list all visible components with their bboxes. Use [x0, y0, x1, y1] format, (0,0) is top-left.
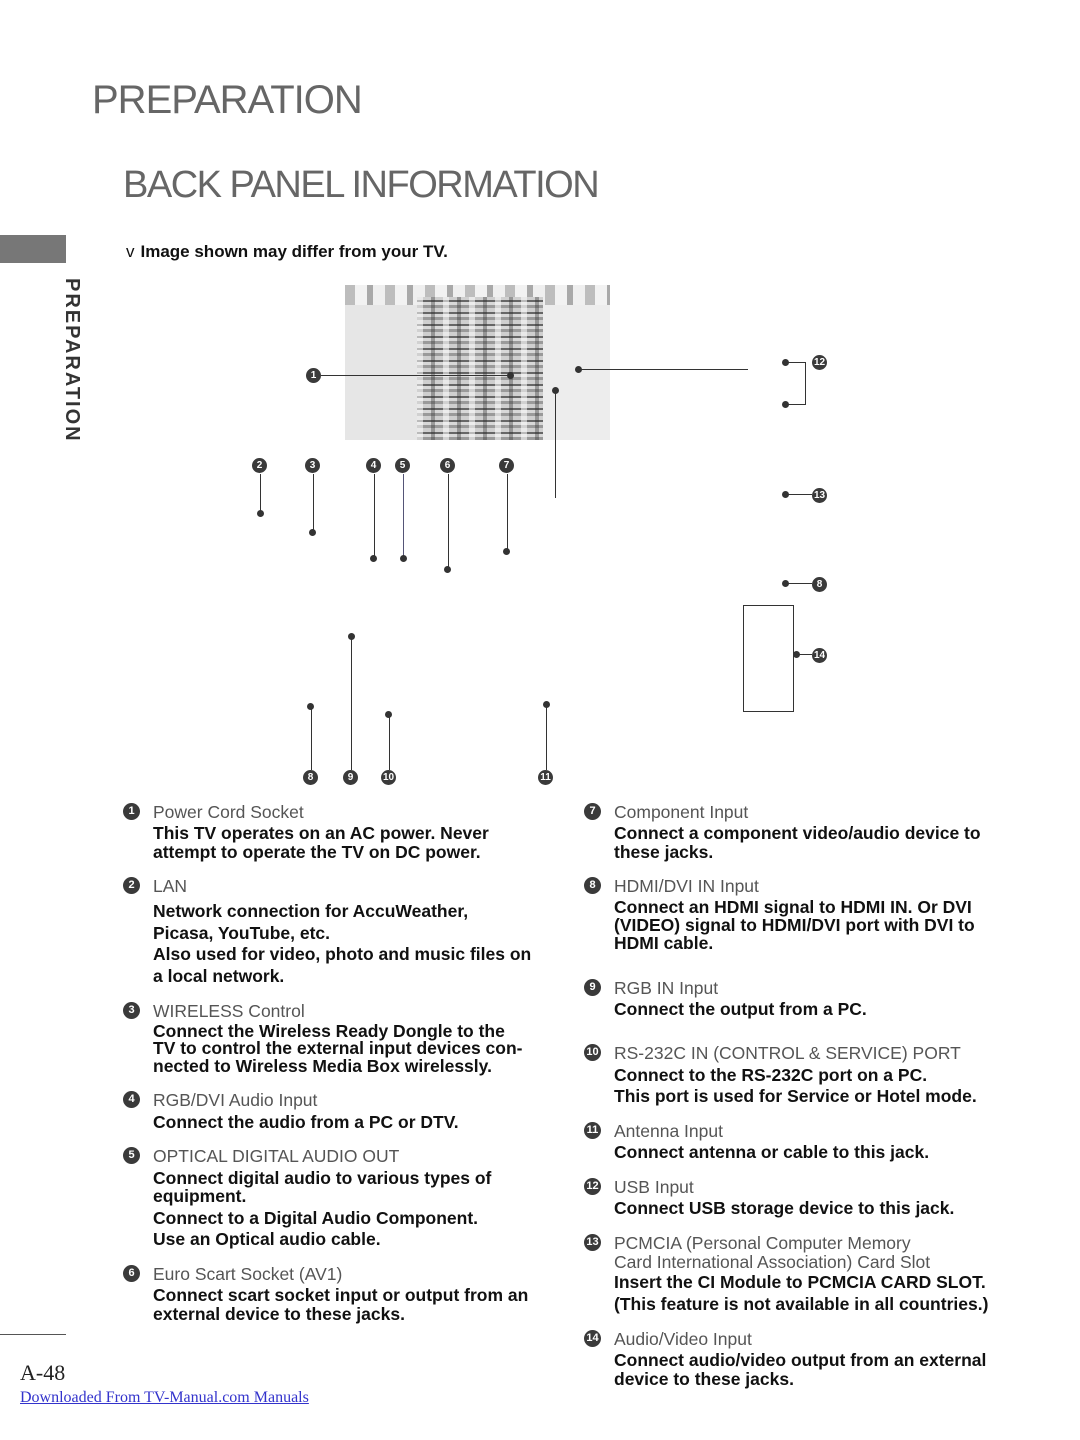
callout-badge-10: 10 — [381, 770, 396, 785]
side-tab-bar — [0, 235, 66, 263]
note-text: Image shown may differ from your TV. — [140, 242, 448, 261]
callout-badge-14: 14 — [812, 648, 827, 663]
callout-badge-5: 5 — [395, 458, 410, 473]
callout-badge-2: 2 — [252, 458, 267, 473]
note-mark: v — [126, 242, 135, 261]
callout-badge-1: 1 — [306, 368, 321, 383]
back-panel-photo — [345, 285, 610, 440]
callout-badge-6: 6 — [440, 458, 455, 473]
callout-line — [555, 390, 556, 498]
callout-badge-4: 4 — [366, 458, 381, 473]
side-panel-outline — [743, 605, 794, 712]
callout-badge-13: 13 — [812, 488, 827, 503]
callout-dot — [507, 372, 514, 379]
callout-badge-7: 7 — [499, 458, 514, 473]
image-note: v Image shown may differ from your TV. — [126, 242, 448, 262]
section-title: BACK PANEL INFORMATION — [123, 164, 600, 206]
footer-rule — [0, 1334, 66, 1335]
download-link[interactable]: Downloaded From TV-Manual.com Manuals — [20, 1389, 309, 1406]
side-section-label: PREPARATION — [61, 278, 83, 443]
page-title: PREPARATION — [92, 78, 363, 122]
callout-line — [321, 375, 511, 376]
callout-line — [578, 369, 748, 370]
callout-badge-9: 9 — [343, 770, 358, 785]
callout-badge-8-right: 8 — [812, 577, 827, 592]
page-number: A-48 — [20, 1360, 66, 1385]
callout-badge-3: 3 — [305, 458, 320, 473]
callout-badge-8: 8 — [303, 770, 318, 785]
callout-badge-11: 11 — [538, 770, 553, 785]
callout-badge-12: 12 — [812, 355, 827, 370]
